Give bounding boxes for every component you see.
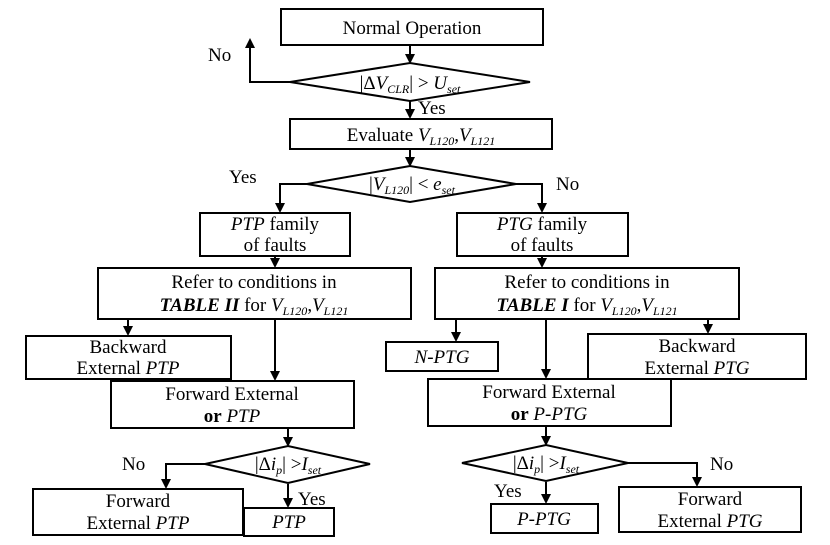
node-p-ptg: P-PTG — [490, 503, 599, 534]
node-backward-external-ptp: Backward External PTP — [25, 335, 232, 380]
node-forward-external-ptg: Forward External PTG — [618, 486, 802, 533]
node-forward-external-ptp: Forward External PTP — [32, 488, 244, 536]
node-backward-ptg-line1: Backward — [658, 336, 736, 357]
decision-delta-ip-left-label: |Δip| >Iset — [255, 454, 322, 477]
node-forward-or-pptg-line2: or P-PTG — [511, 404, 588, 425]
node-refer-table1-line2: TABLE I for VL120,VL121 — [496, 295, 677, 318]
node-ptg-family: PTG family of faults — [456, 212, 629, 257]
node-forward-or-ptp-line2: or PTP — [204, 406, 261, 427]
connectors — [123, 38, 713, 508]
node-refer-table2-line2: TABLE II for VL120,VL121 — [160, 295, 349, 318]
node-ptp-family-line2: of faults — [244, 235, 307, 256]
node-refer-table2-line1: Refer to conditions in — [171, 272, 337, 293]
label-d4-yes: Yes — [494, 481, 522, 502]
node-p-ptg-label: P-PTG — [516, 509, 571, 530]
decision-delta-ip-right: |Δip| >Iset — [461, 443, 629, 483]
node-backward-ptp-line2: External PTP — [77, 358, 180, 379]
edge-d4-no — [628, 462, 702, 487]
node-n-ptg-label: N-PTG — [414, 347, 470, 368]
decision-delta-vclr-label: |ΔVCLR| > Uset — [360, 73, 461, 96]
node-forward-external-or-ptp: Forward External or PTP — [110, 380, 355, 429]
node-ptp: PTP — [243, 507, 335, 537]
edge-d2-yes — [275, 183, 307, 213]
decision-delta-ip-left: |Δip| >Iset — [204, 444, 371, 485]
node-ptp-label: PTP — [271, 512, 306, 533]
node-ptp-family: PTP family of faults — [199, 212, 351, 257]
decision-vl120: |VL120| < eset — [306, 164, 517, 204]
label-d3-yes: Yes — [298, 489, 326, 510]
node-evaluate-label: Evaluate VL120,VL121 — [347, 125, 496, 148]
label-d2-no: No — [556, 174, 579, 195]
node-backward-ptg-line2: External PTG — [644, 358, 749, 379]
node-forward-or-pptg-line1: Forward External — [482, 382, 615, 403]
node-forward-ptp-line1: Forward — [106, 491, 171, 512]
node-normal-operation: Normal Operation — [280, 8, 544, 46]
node-forward-ptg-line2: External PTG — [657, 511, 762, 532]
node-n-ptg: N-PTG — [385, 341, 499, 372]
node-ptp-family-line1: PTP family — [230, 214, 320, 235]
branch-labels: No Yes Yes No No Yes Yes No — [122, 45, 733, 510]
node-refer-table2: Refer to conditions in TABLE II for VL12… — [97, 267, 412, 320]
decision-delta-ip-right-label: |Δip| >Iset — [513, 453, 580, 476]
edge-d1-no-loop — [245, 38, 290, 83]
node-refer-table1: Refer to conditions in TABLE I for VL120… — [434, 267, 740, 320]
node-forward-external-or-pptg: Forward External or P-PTG — [427, 378, 672, 427]
node-forward-or-ptp-line1: Forward External — [165, 384, 298, 405]
node-evaluate: Evaluate VL120,VL121 — [289, 118, 553, 150]
label-d1-no: No — [208, 45, 231, 66]
edge-d2-no — [516, 183, 547, 213]
node-forward-ptp-line2: External PTP — [87, 513, 190, 534]
edge-d3-no — [161, 463, 205, 489]
node-backward-external-ptg: Backward External PTG — [587, 333, 807, 380]
label-d3-no: No — [122, 454, 145, 475]
node-backward-ptp-line1: Backward — [89, 337, 167, 358]
node-normal-operation-label: Normal Operation — [343, 18, 482, 39]
node-forward-ptg-line1: Forward — [678, 489, 743, 510]
node-refer-table1-line1: Refer to conditions in — [504, 272, 670, 293]
node-ptg-family-line1: PTG family — [496, 214, 588, 235]
label-d2-yes: Yes — [229, 167, 257, 188]
node-ptg-family-line2: of faults — [511, 235, 574, 256]
label-d4-no: No — [710, 454, 733, 475]
label-d1-yes: Yes — [418, 98, 446, 119]
decision-vl120-label: |VL120| < eset — [369, 174, 456, 197]
decision-delta-vclr: |ΔVCLR| > Uset — [289, 61, 531, 103]
